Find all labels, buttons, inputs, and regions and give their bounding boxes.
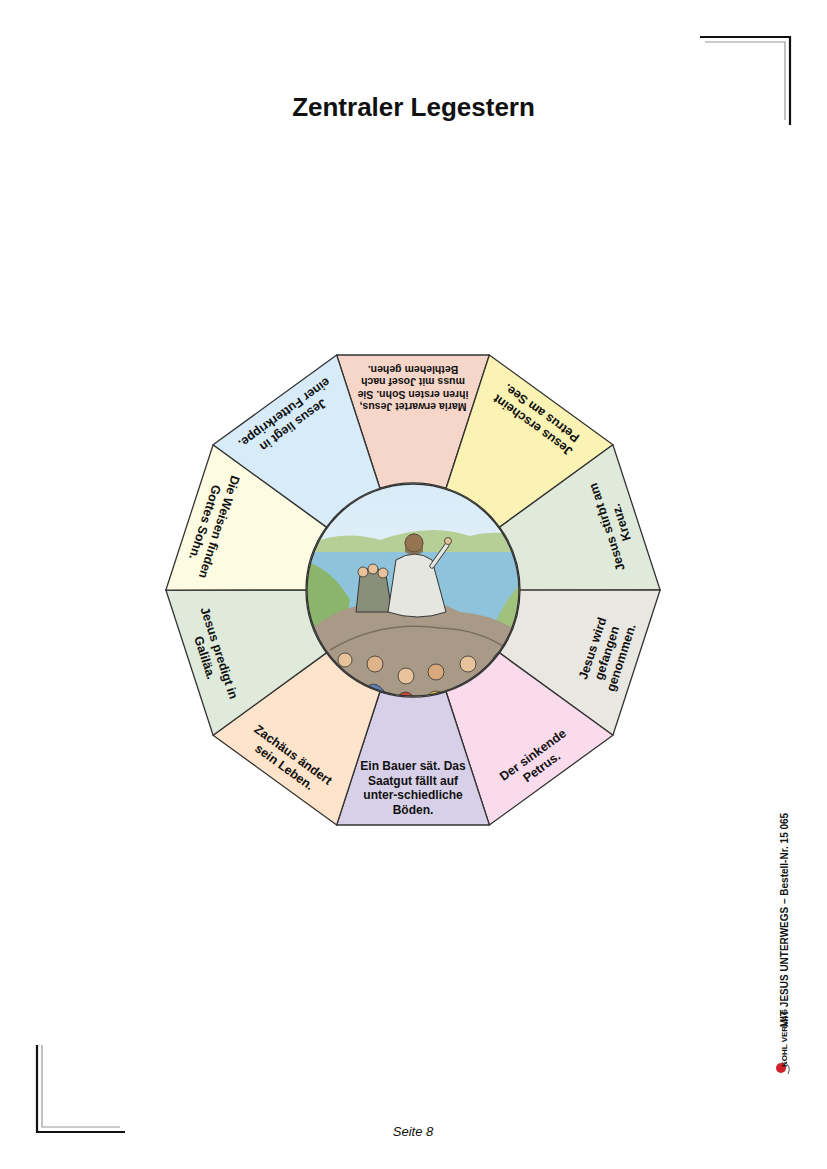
center-illustration-part-part [388,554,446,617]
center-illustration-part [307,484,519,696]
corner-bracket-part [705,42,785,120]
center-illustration-part-part [330,626,520,660]
center-illustration-part-part [378,568,388,578]
center-illustration-part-part [405,534,423,556]
page-number: Seite 8 [353,1125,473,1138]
center-illustration-part-part-part [367,656,383,672]
corner-bracket [37,37,790,1132]
corner-bracket-part [700,37,790,125]
center-illustration-part-part [445,538,452,545]
center-illustration-part-part-part [428,664,444,680]
publisher-name: KOHL VERLAG [781,1003,789,1073]
center-illustration-part-part-part [338,653,352,667]
center-illustration-part-part [432,545,447,566]
segment-label: Maria erwartet Jesus, ihren ersten Sohn.… [353,363,473,413]
center-illustration-part-part-part [398,668,414,684]
segment-shape [213,355,415,553]
corner-bracket-part [42,1045,120,1127]
center-illustration-part-part-part [460,656,476,672]
segment-label: Ein Bauer sät. Das Saatgut fällt auf unt… [350,759,476,817]
center-illustration-part-part [368,564,378,574]
center-illustration-part-part [358,567,368,577]
corner-bracket-part [37,1045,125,1132]
center-illustration-part-part [432,545,447,566]
page-title: Zentraler Legestern [0,92,827,123]
